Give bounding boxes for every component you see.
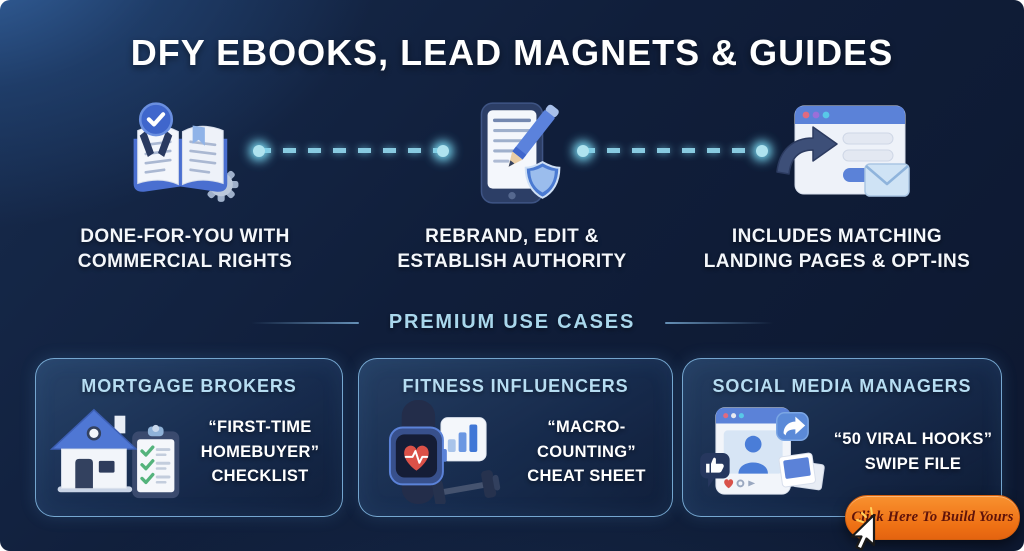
- use-case-card-fitness: FITNESS INFLUENCERS: [358, 358, 673, 517]
- use-case-card-social: SOCIAL MEDIA MANAGERS: [682, 358, 1002, 517]
- connector-line-1: [253, 144, 449, 157]
- cursor-icon: [836, 503, 890, 551]
- card-audience: SOCIAL MEDIA MANAGERS: [712, 376, 972, 396]
- card-audience: FITNESS INFLUENCERS: [402, 376, 629, 396]
- social-post-icon: [693, 400, 833, 504]
- page-title: DFY EBOOKS, LEAD MAGNETS & GUIDES: [130, 32, 894, 73]
- connector-dot: [577, 144, 589, 157]
- card-asset-text: “MACRO-COUNTING” CHEAT SHEET: [527, 417, 646, 486]
- fitness-watch-icon: [369, 400, 509, 504]
- feature-rebrand-edit: REBRAND, EDIT & ESTABLISH AUTHORITY: [372, 96, 652, 275]
- card-asset-text: “50 VIRAL HOOKS” SWIPE FILE: [833, 430, 993, 473]
- section-heading-row: PREMIUM USE CASES: [0, 311, 1024, 334]
- use-case-card-mortgage: MORTGAGE BROKERS: [35, 358, 343, 517]
- divider-line-left: [250, 321, 359, 324]
- certified-ebook-icon: [45, 96, 325, 214]
- tablet-edit-shield-icon: [372, 96, 652, 214]
- feature-label: REBRAND, EDIT & ESTABLISH AUTHORITY: [397, 226, 627, 273]
- card-audience: MORTGAGE BROKERS: [81, 376, 297, 396]
- connector-dot: [253, 144, 265, 157]
- landing-page-optin-icon: [697, 96, 977, 214]
- card-asset-text: “FIRST-TIME HOMEBUYER” CHECKLIST: [200, 417, 320, 486]
- connector-dot: [756, 144, 768, 157]
- house-checklist-icon: [46, 400, 186, 504]
- feature-commercial-rights: DONE-FOR-YOU WITH COMMERCIAL RIGHTS: [45, 96, 325, 275]
- divider-line-right: [665, 321, 774, 324]
- feature-landing-pages: INCLUDES MATCHING LANDING PAGES & OPT-IN…: [697, 96, 977, 275]
- connector-line-2: [577, 144, 768, 157]
- connector-dot: [437, 144, 449, 157]
- cta-label: Click Here To Build Yours: [851, 509, 1014, 525]
- feature-label: DONE-FOR-YOU WITH COMMERCIAL RIGHTS: [77, 226, 293, 273]
- feature-label: INCLUDES MATCHING LANDING PAGES & OPT-IN…: [703, 226, 971, 273]
- section-heading: PREMIUM USE CASES: [388, 311, 636, 333]
